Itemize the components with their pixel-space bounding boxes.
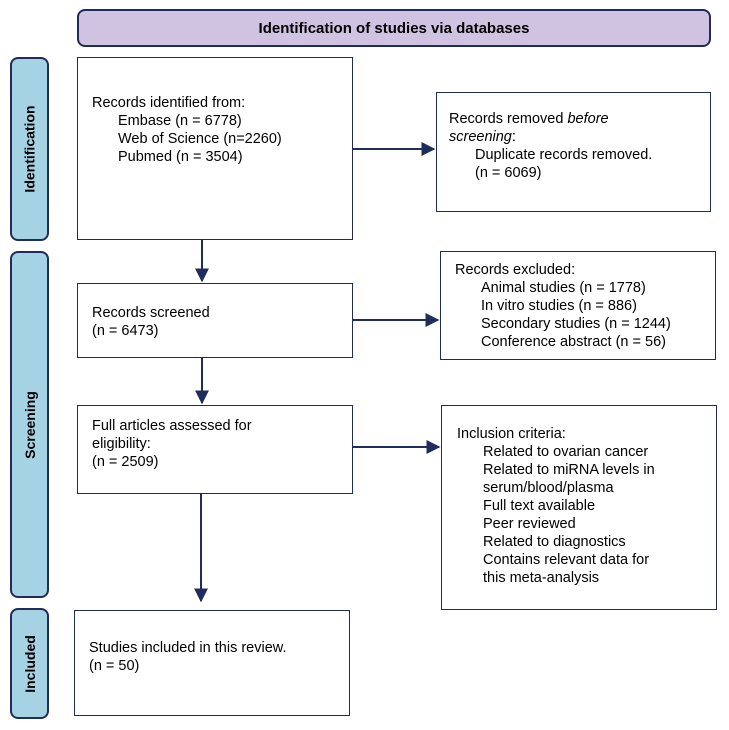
records-identified-box: Records identified from: Embase (n = 677… [77,57,353,240]
inclusion-criteria-title: Inclusion criteria: [457,426,566,442]
excluded-conference-abstract: Conference abstract (n = 56) [481,334,666,350]
records-removed-duplicates: Duplicate records removed. [475,147,653,163]
records-screened-box: Records screened (n = 6473) [77,283,353,358]
stage-identification: Identification [10,57,49,241]
records-identified-title: Records identified from: [92,95,246,111]
header-banner: Identification of studies via databases [77,9,711,47]
studies-included-box: Studies included in this review. (n = 50… [74,610,350,716]
criterion-mirna-levels-cont: serum/blood/plasma [483,480,614,496]
excluded-secondary-studies: Secondary studies (n = 1244) [481,316,671,332]
records-pubmed: Pubmed (n = 3504) [118,149,243,165]
records-removed-title-screening: screening [449,129,512,145]
full-articles-box: Full articles assessed for eligibility: … [77,405,353,494]
records-screened-title: Records screened [92,305,210,321]
records-embase: Embase (n = 6778) [118,113,242,129]
records-removed-title-before: before [567,111,609,127]
studies-included-count: (n = 50) [89,658,140,674]
header-title: Identification of studies via databases [258,19,530,37]
criterion-relevant-data-cont: this meta-analysis [483,570,600,586]
full-articles-count: (n = 2509) [92,454,159,470]
criterion-relevant-data: Contains relevant data for [483,552,650,568]
criterion-diagnostics: Related to diagnostics [483,534,626,550]
criterion-mirna-levels: Related to miRNA levels in [483,462,655,478]
records-removed-title-a: Records removed [449,111,568,127]
records-removed-title: Records removed before [449,110,710,128]
full-articles-line1: Full articles assessed for [92,418,252,434]
records-removed-count: (n = 6069) [475,165,542,181]
criterion-full-text: Full text available [483,498,596,514]
stage-included: Included [10,608,49,719]
criterion-peer-reviewed: Peer reviewed [483,516,576,532]
excluded-in-vitro-studies: In vitro studies (n = 886) [481,298,637,314]
excluded-animal-studies: Animal studies (n = 1778) [481,280,646,296]
studies-included-title: Studies included in this review. [89,640,287,656]
records-excluded-box: Records excluded: Animal studies (n = 17… [440,251,716,360]
records-web-of-science: Web of Science (n=2260) [118,131,282,147]
inclusion-criteria-box: Inclusion criteria: Related to ovarian c… [441,405,717,610]
records-excluded-title: Records excluded: [455,262,576,278]
records-removed-box: Records removed before screening: Duplic… [436,92,711,212]
criterion-ovarian-cancer: Related to ovarian cancer [483,444,649,460]
records-removed-title-2: screening: [449,128,710,146]
stage-screening: Screening [10,251,49,598]
records-removed-title-colon: : [511,129,516,145]
records-screened-count: (n = 6473) [92,323,159,339]
full-articles-line2: eligibility: [92,436,151,452]
